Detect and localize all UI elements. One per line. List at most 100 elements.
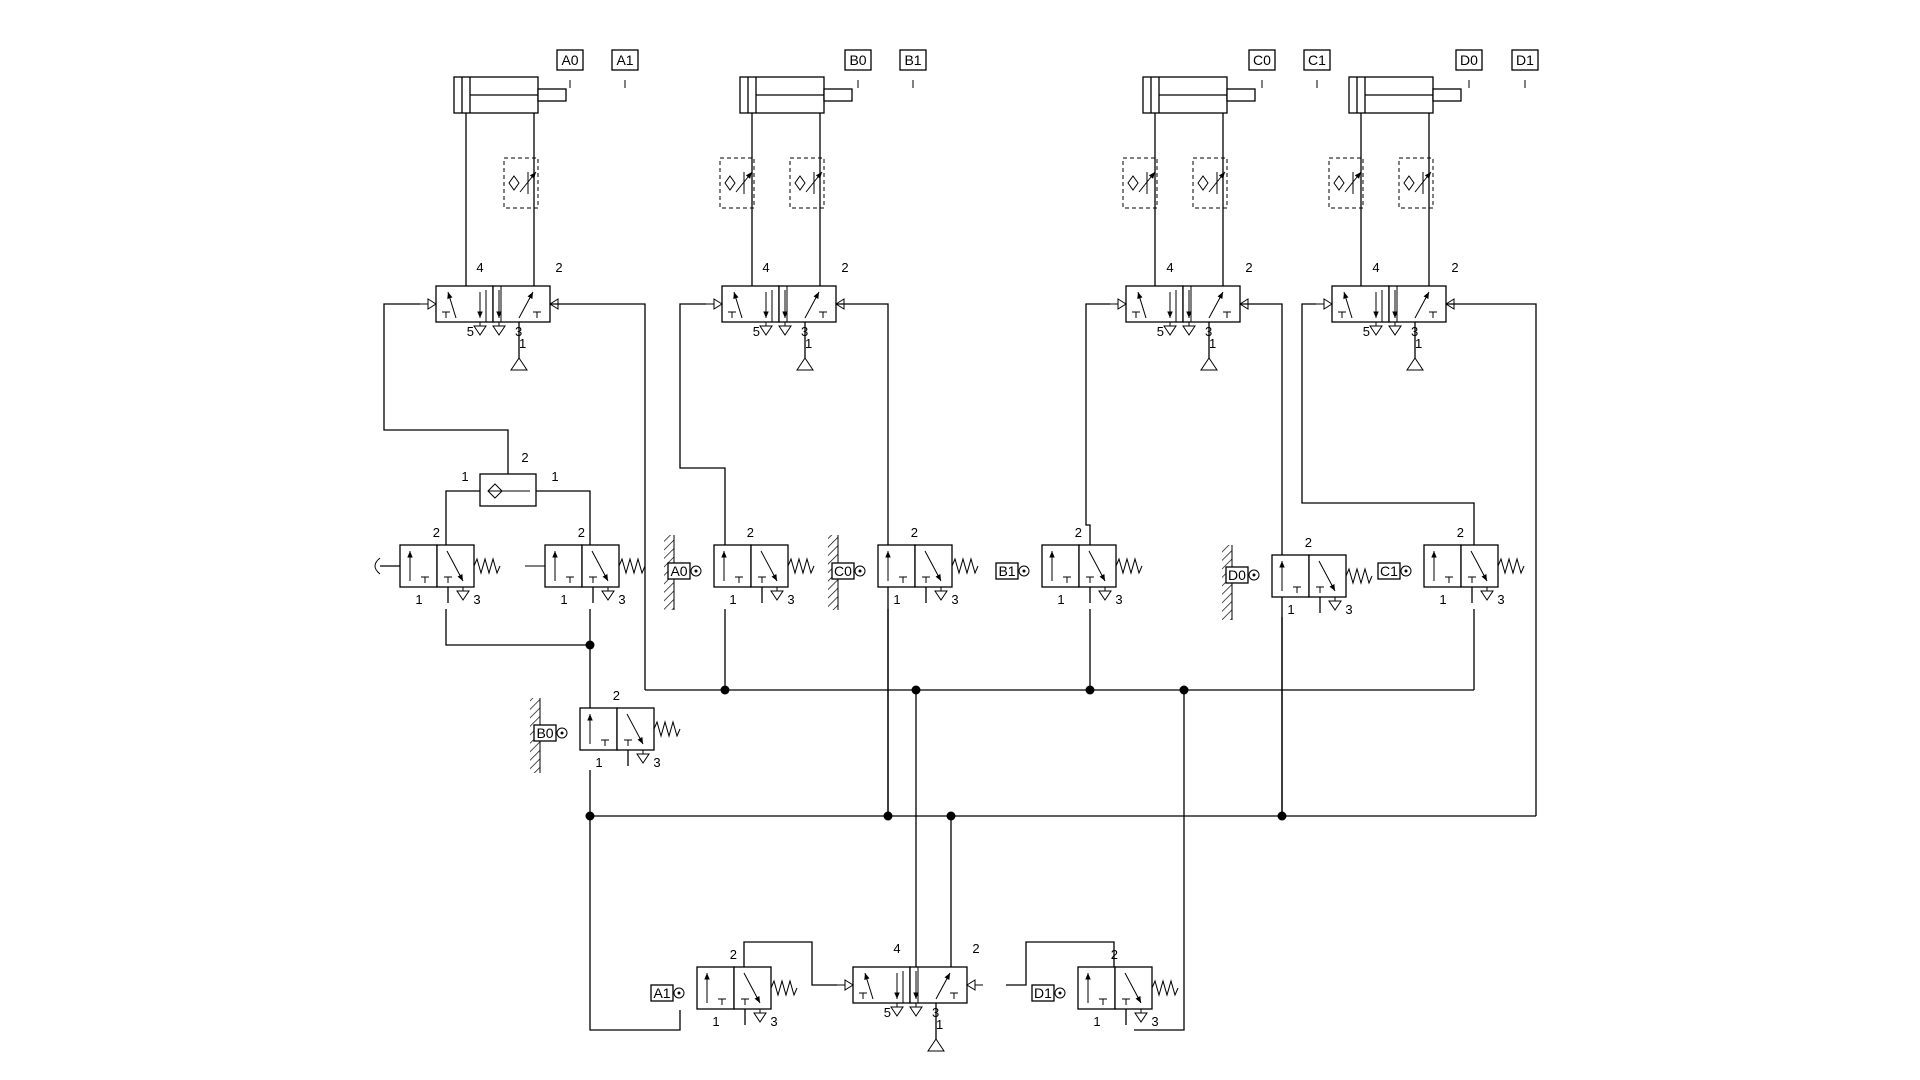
pressure-source-icon: [796, 357, 814, 371]
exhaust-icon: [1163, 325, 1177, 336]
exhaust-icon: [456, 590, 470, 601]
port-label-2: 2: [613, 688, 620, 703]
valve-square: [713, 544, 752, 588]
flow-control-valve: [789, 157, 825, 209]
junction-dot: [946, 811, 956, 821]
pilot-triangle-icon: [966, 979, 976, 991]
spring-icon: [1345, 567, 1373, 585]
valve-square: [1423, 544, 1462, 588]
flow-arrow-head: [1329, 584, 1335, 591]
flow-arrow-head: [1279, 561, 1285, 568]
push-button-icon: [374, 557, 381, 575]
roller-tag-box: [831, 562, 855, 580]
port-label-3: 3: [473, 592, 480, 607]
exhaust-icon: [1369, 325, 1383, 336]
sensor-tag-box: [1455, 49, 1483, 71]
pilot-triangle-icon: [844, 979, 854, 991]
flow-arrow-head: [815, 172, 822, 179]
roller-axle: [560, 731, 564, 735]
flow-control-box: [503, 157, 539, 209]
flow-arrow-head: [885, 551, 891, 558]
port-label-2: 2: [578, 525, 585, 540]
roller-tag-label: A1: [653, 985, 670, 1001]
flow-arrow-head: [457, 574, 463, 581]
exhaust-icon: [636, 753, 650, 764]
roller-tag-label: D0: [1228, 567, 1246, 583]
junction-dot: [883, 811, 893, 821]
junction-dot: [1085, 685, 1095, 695]
flow-arrow-head: [496, 311, 502, 318]
flow-arrow-head: [1148, 172, 1155, 179]
exhaust-icon: [473, 325, 487, 336]
flow-control-box: [789, 157, 825, 209]
port-label-1: 1: [461, 469, 468, 484]
port-label-2: 2: [730, 947, 737, 962]
port-label-5: 5: [753, 324, 760, 339]
roller-tag-label: B1: [998, 563, 1015, 579]
roller-tag-label: C0: [834, 563, 852, 579]
spring-icon: [787, 557, 815, 575]
port-label-5: 5: [1157, 324, 1164, 339]
flow-arrow-head: [1049, 551, 1055, 558]
valve-square: [696, 966, 735, 1010]
check-valve-icon: [508, 175, 520, 191]
port-label-2: 2: [555, 260, 562, 275]
port-label-2: 2: [1245, 260, 1252, 275]
check-valve-icon: [1127, 175, 1139, 191]
port-label-3: 3: [1411, 324, 1418, 339]
exhaust-icon: [753, 1012, 767, 1023]
pipe-line: [445, 609, 591, 646]
limit-switch-sensor: B0: [844, 49, 872, 88]
flow-arrow-head: [637, 737, 643, 744]
limit-switch-sensor: A1: [611, 49, 639, 88]
sensor-tag-label: B1: [904, 52, 921, 68]
junction-dot: [1179, 685, 1189, 695]
sensor-tag-box: [899, 49, 927, 71]
roller-wheel-icon: [673, 987, 685, 999]
flow-arrow-head: [529, 172, 536, 179]
pipe-line: [1085, 303, 1110, 545]
flow-arrow-head: [721, 551, 727, 558]
roller-wheel-icon: [1018, 565, 1030, 577]
check-valve-icon: [724, 175, 736, 191]
port-label-1: 1: [805, 336, 812, 351]
roller-tag-label: D1: [1034, 985, 1052, 1001]
flow-arrow-head: [754, 996, 760, 1003]
pilot-triangle-icon: [713, 298, 723, 310]
roller-tag-box: [533, 724, 557, 742]
flow-arrow-head: [1392, 311, 1398, 318]
port-label-3: 3: [1345, 602, 1352, 617]
roller-actuator: A1: [650, 984, 685, 1002]
cylinder-rod: [823, 88, 853, 102]
flow-arrow-head: [782, 311, 788, 318]
port-label-1: 1: [560, 592, 567, 607]
roller-wheel-icon: [854, 565, 866, 577]
valve-square: [579, 707, 618, 751]
flow-control-valve: [1398, 157, 1434, 209]
sensor-tag-label: A0: [561, 52, 578, 68]
cylinder-rod: [537, 88, 567, 102]
limit-switch-sensor: C0: [1248, 49, 1276, 88]
flow-arrow-head: [602, 574, 608, 581]
exhaust-icon: [601, 590, 615, 601]
port-label-3: 3: [1497, 592, 1504, 607]
roller-tag-box: [1225, 566, 1249, 584]
roller-axle: [858, 569, 862, 573]
valve-square: [1182, 285, 1241, 323]
exhaust-icon: [890, 1006, 904, 1017]
port-label-4: 4: [893, 941, 900, 956]
flow-control-valve: [503, 157, 539, 209]
double-acting-cylinder: [1142, 76, 1256, 114]
port-label-2: 2: [1451, 260, 1458, 275]
flow-arrow-head: [1481, 574, 1487, 581]
exhaust-icon: [1328, 600, 1342, 611]
